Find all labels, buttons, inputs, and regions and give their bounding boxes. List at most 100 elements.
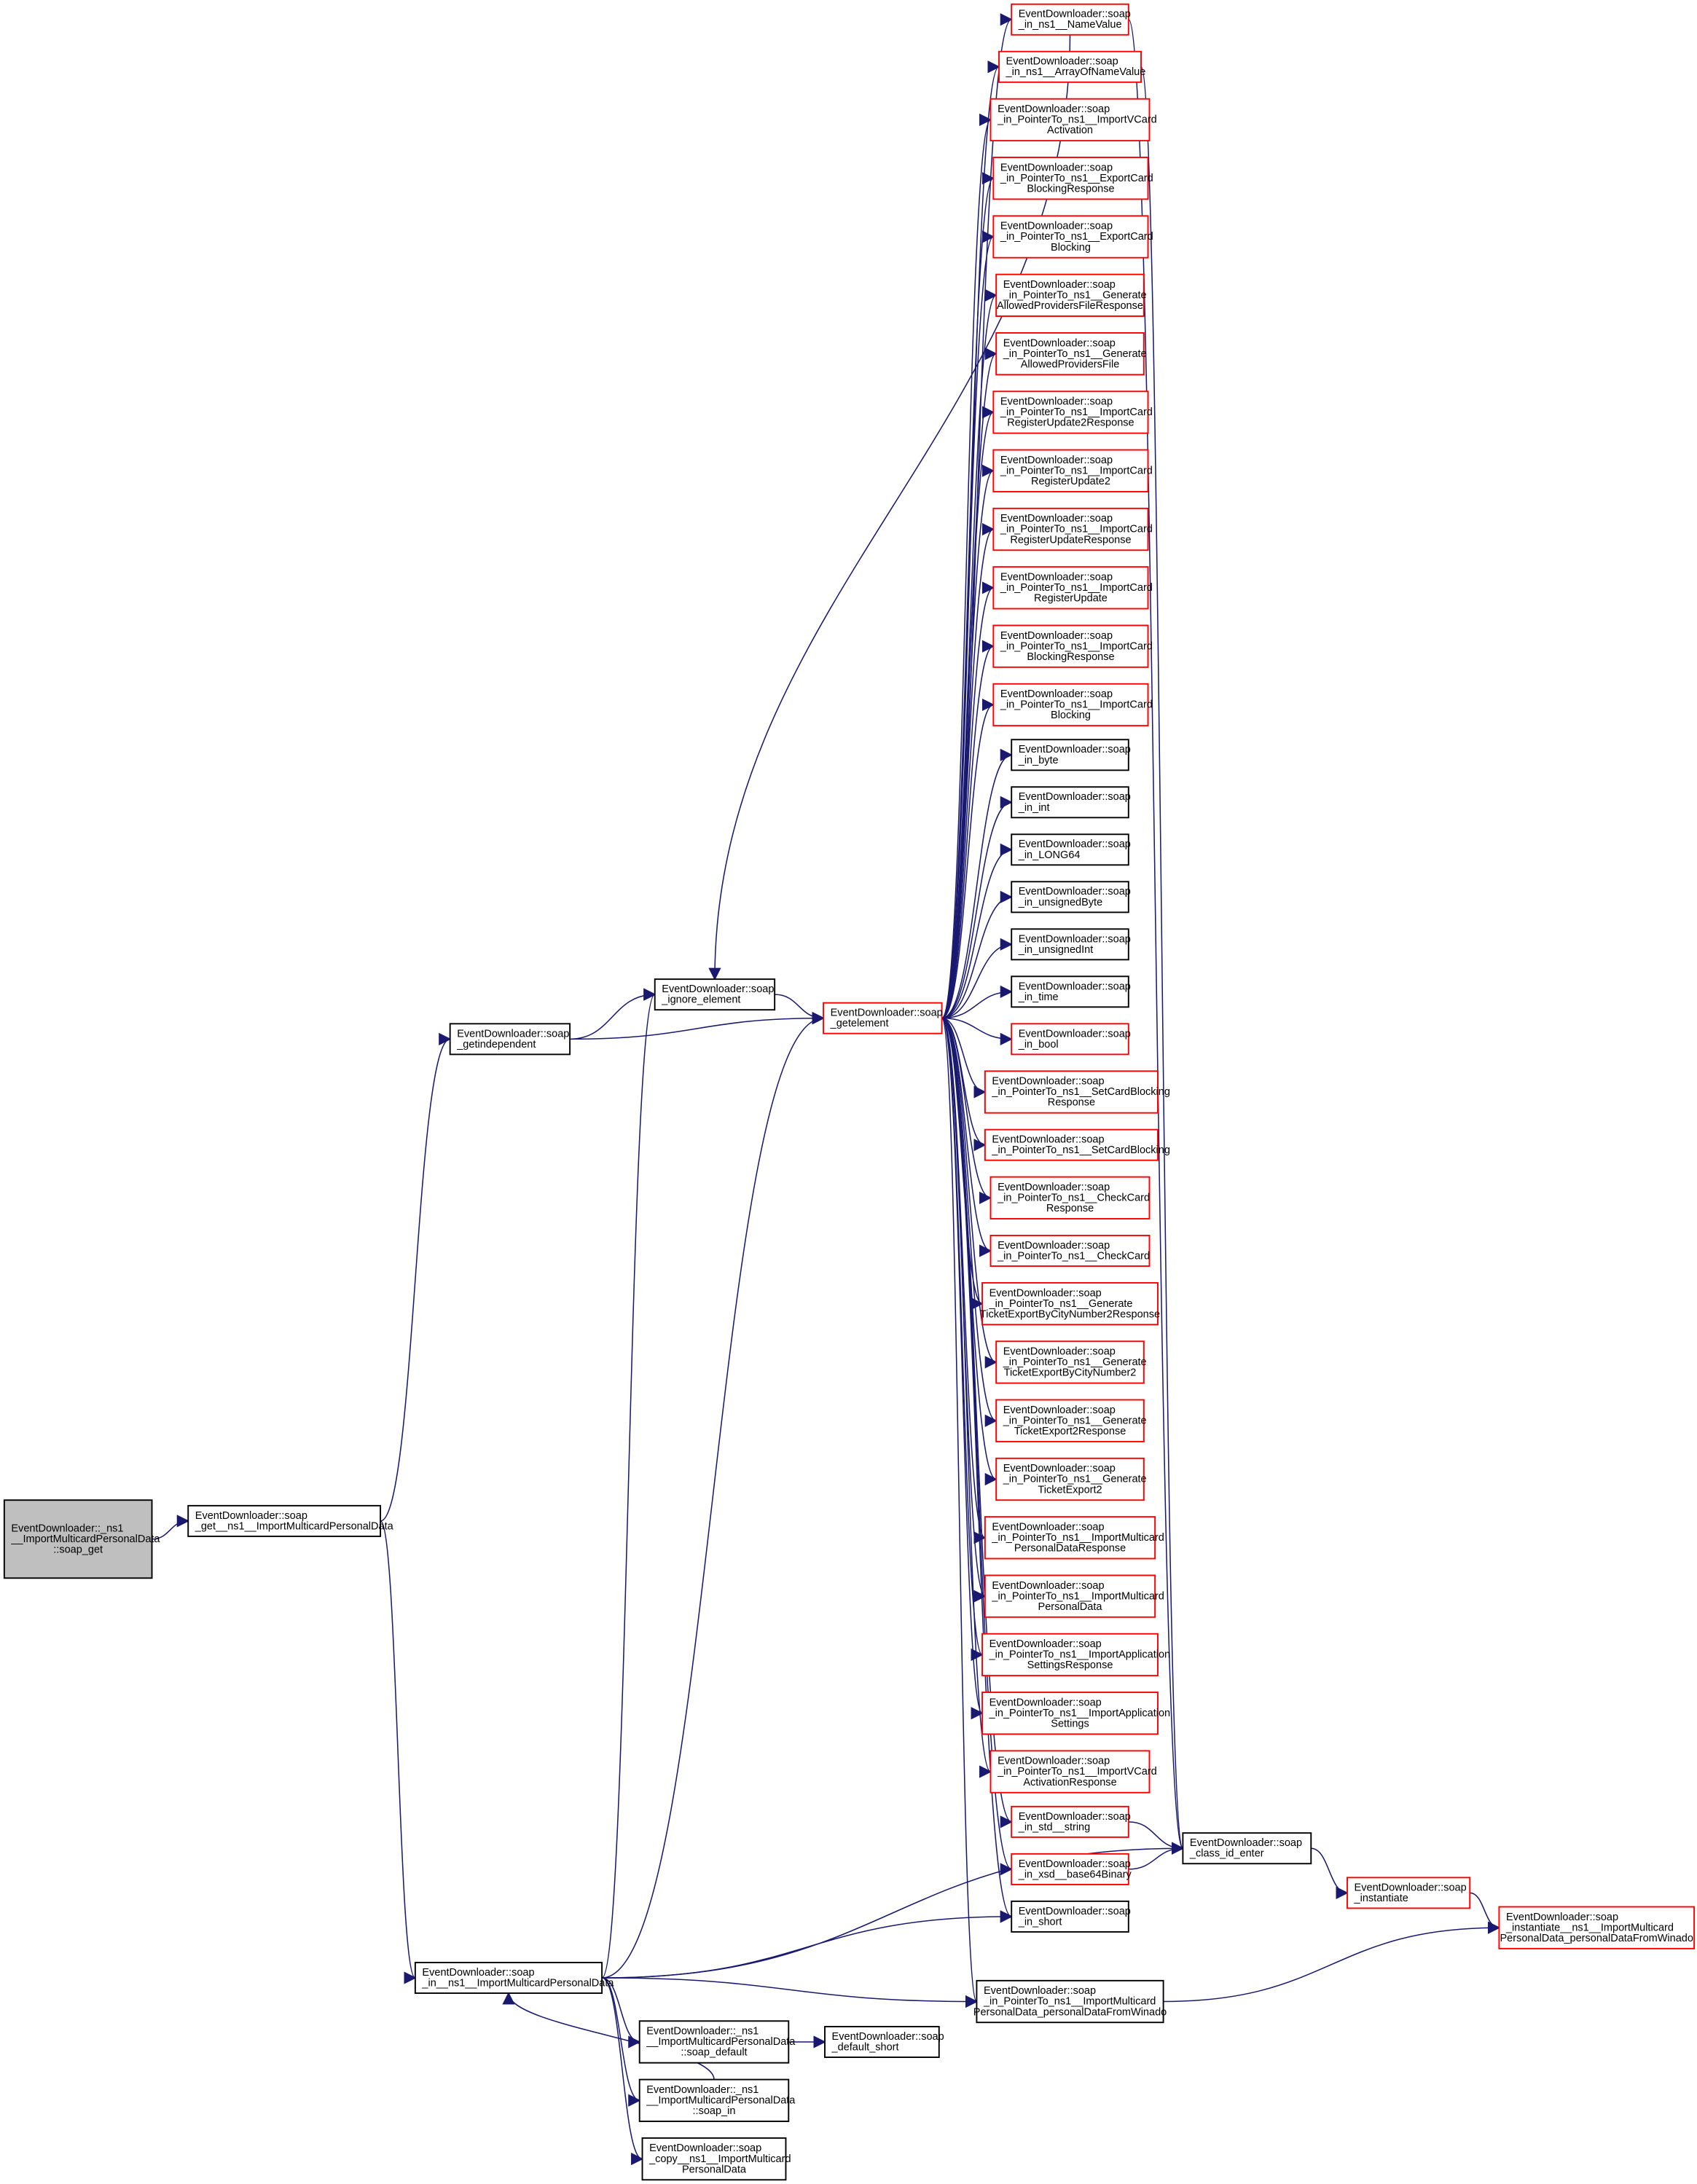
edge-winado-to-instantiate_ns1: [1163, 1921, 1501, 2003]
graph-node-getindependent[interactable]: EventDownloader::soap_getindependent: [449, 1023, 571, 1056]
graph-node-tebcn2[interactable]: EventDownloader::soap_in_PointerTo_ns1__…: [995, 1340, 1147, 1384]
node-label-line: EventDownloader::soap: [989, 1287, 1102, 1299]
node-label-line: _in_PointerTo_ns1__ExportCard: [1000, 173, 1153, 184]
node-label-line: _in_PointerTo_ns1__ImportMulticard: [991, 1590, 1164, 1602]
graph-node-ru[interactable]: EventDownloader::soap_in_PointerTo_ns1__…: [992, 566, 1153, 610]
graph-node-root[interactable]: EventDownloader::_ns1__ImportMulticardPe…: [3, 1499, 161, 1579]
edge-getelement-to-in_short: [941, 1017, 1013, 1923]
graph-node-in-long64[interactable]: EventDownloader::soap_in_LONG64: [1011, 833, 1131, 866]
graph-node-ru2response[interactable]: EventDownloader::soap_in_PointerTo_ns1__…: [992, 390, 1153, 434]
edge-getindependent-to-getelement: [570, 1012, 825, 1040]
node-label-line: PersonalData: [1038, 1601, 1103, 1613]
graph-node-getelement[interactable]: EventDownloader::soap_getelement: [823, 1002, 943, 1034]
graph-node-icblockingresponse[interactable]: EventDownloader::soap_in_PointerTo_ns1__…: [992, 624, 1153, 668]
node-label-line: _in_PointerTo_ns1__Generate: [1003, 348, 1147, 360]
node-label-line: PersonalDataResponse: [1014, 1543, 1126, 1555]
node-box: [638, 2078, 790, 2122]
node-label-line: _in_PointerTo_ns1__ExportCard: [1000, 231, 1153, 243]
node-label-line: EventDownloader::soap: [992, 1076, 1104, 1088]
graph-node-scbresponse[interactable]: EventDownloader::soap_in_PointerTo_ns1__…: [984, 1070, 1170, 1114]
graph-node-default-short[interactable]: EventDownloader::soap_default_short: [824, 2025, 944, 2058]
graph-node-te2[interactable]: EventDownloader::soap_in_PointerTo_ns1__…: [995, 1457, 1147, 1501]
graph-node-checkcard[interactable]: EventDownloader::soap_in_PointerTo_ns1__…: [989, 1234, 1151, 1267]
node-label-line: EventDownloader::soap: [1019, 9, 1131, 20]
graph-node-iasresponse[interactable]: EventDownloader::soap_in_PointerTo_ns1__…: [981, 1633, 1170, 1677]
graph-node-in-unsignedint[interactable]: EventDownloader::soap_in_unsignedInt: [1011, 928, 1131, 961]
graph-node-exportblockingresponse[interactable]: EventDownloader::soap_in_PointerTo_ns1__…: [992, 157, 1153, 200]
node-label-line: EventDownloader::soap: [1506, 1912, 1618, 1923]
graph-node-scb[interactable]: EventDownloader::soap_in_PointerTo_ns1__…: [984, 1128, 1170, 1161]
graph-node-in-ns1[interactable]: EventDownloader::soap_in__ns1__ImportMul…: [414, 1962, 615, 1995]
graph-node-in-base64[interactable]: EventDownloader::soap_in_xsd__base64Bina…: [1011, 1853, 1132, 1885]
node-label-line: _in_short: [1018, 1916, 1062, 1928]
graph-node-vcardactivation[interactable]: EventDownloader::soap_in_PointerTo_ns1__…: [989, 98, 1157, 142]
graph-node-in-std-string[interactable]: EventDownloader::soap_in_std__string: [1011, 1805, 1131, 1838]
node-label-line: _in_PointerTo_ns1__ImportCard: [1000, 582, 1153, 594]
graph-node-soap-copy[interactable]: EventDownloader::soap_copy__ns1__ImportM…: [641, 2137, 791, 2181]
node-label-line: EventDownloader::soap: [998, 103, 1110, 115]
node-label-line: RegisterUpdate2Response: [1007, 417, 1134, 429]
node-label-line: Response: [1046, 1203, 1094, 1214]
node-label-line: _in_PointerTo_ns1__SetCardBlocking: [991, 1086, 1170, 1098]
graph-node-instantiate[interactable]: EventDownloader::soap_instantiate: [1347, 1877, 1471, 1909]
node-box: [995, 332, 1145, 376]
graph-node-arrayofnamevalue[interactable]: EventDownloader::soap_in_ns1__ArrayOfNam…: [998, 50, 1145, 83]
graph-node-allowed[interactable]: EventDownloader::soap_in_PointerTo_ns1__…: [995, 332, 1147, 376]
node-label-line: EventDownloader::soap: [831, 1007, 943, 1019]
node-label-line: EventDownloader::soap: [989, 1638, 1102, 1650]
graph-node-soap-in[interactable]: EventDownloader::_ns1__ImportMulticardPe…: [638, 2078, 796, 2122]
node-box: [992, 390, 1149, 434]
graph-node-class-id-enter[interactable]: EventDownloader::soap_class_id_enter: [1182, 1832, 1312, 1865]
node-label-line: EventDownloader::soap: [1000, 572, 1113, 584]
edge-getelement-to-CheckCard: [941, 1017, 992, 1257]
node-label-line: _in_unsignedInt: [1018, 944, 1094, 956]
node-box: [995, 273, 1145, 317]
node-box: [3, 1499, 153, 1579]
graph-node-impd[interactable]: EventDownloader::soap_in_PointerTo_ns1__…: [984, 1574, 1164, 1618]
node-label-line: EventDownloader::soap: [649, 2142, 761, 2154]
graph-node-ru2[interactable]: EventDownloader::soap_in_PointerTo_ns1__…: [992, 449, 1153, 492]
graph-node-in-unsignedbyte[interactable]: EventDownloader::soap_in_unsignedByte: [1011, 881, 1131, 914]
graph-node-in-short[interactable]: EventDownloader::soap_in_short: [1011, 1900, 1131, 1933]
node-box: [992, 683, 1149, 727]
graph-node-ruresponse[interactable]: EventDownloader::soap_in_PointerTo_ns1__…: [992, 507, 1153, 551]
node-box: [1011, 833, 1129, 866]
edge-soap_in-to-in_ns1: [502, 1992, 715, 2080]
graph-node-checkcardresponse[interactable]: EventDownloader::soap_in_PointerTo_ns1__…: [989, 1176, 1151, 1219]
graph-node-te2response[interactable]: EventDownloader::soap_in_PointerTo_ns1__…: [995, 1399, 1147, 1442]
node-label-line: _in_PointerTo_ns1__ImportCard: [1000, 465, 1153, 476]
node-box: [981, 1281, 1159, 1326]
graph-node-instantiate-ns1[interactable]: EventDownloader::soap_instantiate__ns1__…: [1498, 1906, 1696, 1949]
node-label-line: ::soap_get: [53, 1544, 103, 1555]
edge-in_ns1-to-in_short: [602, 1910, 1013, 1979]
graph-node-in-time[interactable]: EventDownloader::soap_in_time: [1011, 975, 1131, 1008]
graph-node-in-byte[interactable]: EventDownloader::soap_in_byte: [1011, 739, 1131, 771]
node-label-line: EventDownloader::soap: [457, 1028, 569, 1040]
node-label-line: _in_PointerTo_ns1__ImportCard: [1000, 699, 1153, 711]
graph-node-tebcn2response[interactable]: EventDownloader::soap_in_PointerTo_ns1__…: [980, 1281, 1160, 1326]
node-label-line: BlockingResponse: [1027, 651, 1114, 663]
node-label-line: _get__ns1__ImportMulticardPersonalData: [195, 1520, 394, 1532]
node-label-line: EventDownloader::soap: [195, 1510, 307, 1522]
node-box: [992, 157, 1149, 200]
graph-node-vcardactivationresponse[interactable]: EventDownloader::soap_in_PointerTo_ns1__…: [989, 1750, 1157, 1794]
graph-node-in-bool[interactable]: EventDownloader::soap_in_bool: [1011, 1023, 1131, 1056]
graph-node-in-int[interactable]: EventDownloader::soap_in_int: [1011, 786, 1131, 819]
graph-node-ias[interactable]: EventDownloader::soap_in_PointerTo_ns1__…: [981, 1692, 1170, 1735]
graph-node-winado[interactable]: EventDownloader::soap_in_PointerTo_ns1__…: [973, 1979, 1167, 2024]
node-label-line: EventDownloader::soap: [1003, 1463, 1116, 1474]
graph-node-soap-default[interactable]: EventDownloader::_ns1__ImportMulticardPe…: [638, 2020, 796, 2064]
graph-node-allowedresponse[interactable]: EventDownloader::soap_in_PointerTo_ns1__…: [995, 273, 1147, 317]
node-label-line: RegisterUpdate2: [1031, 476, 1110, 487]
node-box: [1011, 1805, 1129, 1838]
graph-node-soap-get[interactable]: EventDownloader::soap_get__ns1__ImportMu…: [187, 1504, 394, 1537]
graph-node-icblocking[interactable]: EventDownloader::soap_in_PointerTo_ns1__…: [992, 683, 1153, 727]
node-label-line: Blocking: [1051, 242, 1091, 254]
node-label-line: RegisterUpdateResponse: [1010, 534, 1131, 546]
graph-node-exportblocking[interactable]: EventDownloader::soap_in_PointerTo_ns1__…: [992, 215, 1153, 259]
edge-getelement-to-winado: [941, 1017, 979, 2008]
graph-node-ignore-element[interactable]: EventDownloader::soap_ignore_element: [654, 978, 776, 1011]
graph-node-impdresponse[interactable]: EventDownloader::soap_in_PointerTo_ns1__…: [984, 1516, 1164, 1560]
graph-node-namevalue[interactable]: EventDownloader::soap_in_ns1__NameValue: [1011, 3, 1131, 36]
